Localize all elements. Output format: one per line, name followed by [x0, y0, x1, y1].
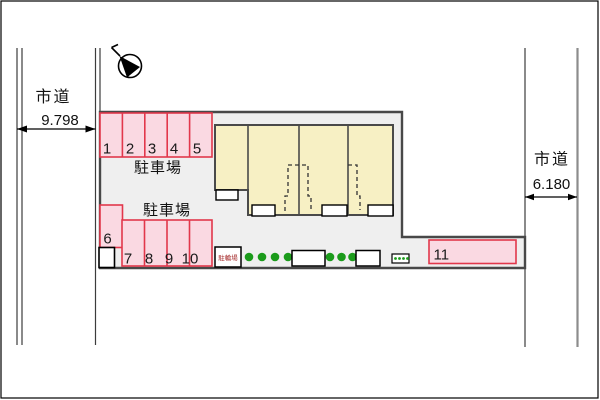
- walkway-block-2: [355, 249, 381, 267]
- parking-stalls-7-10: 7 8 9 10: [121, 219, 213, 268]
- parking-stall-6: 6: [98, 204, 124, 269]
- parking-stall-11: 11: [428, 239, 517, 265]
- entrance-porch-3: [321, 204, 348, 217]
- tree-icon: [337, 252, 346, 262]
- shrub-icon: [394, 257, 397, 260]
- parking-label-left: 駐車場: [143, 202, 191, 219]
- bicycle-parking: 駐輪場: [214, 246, 242, 268]
- shrub-icon: [402, 257, 405, 260]
- stall-number-1: 1: [103, 141, 111, 158]
- stall-number-3: 3: [148, 141, 156, 158]
- shrub-icon: [398, 257, 401, 260]
- stall-number-4: 4: [170, 141, 178, 158]
- tree-icon: [244, 252, 254, 262]
- left-road: [16, 48, 101, 345]
- right-road-dimension: 市道 6.180: [525, 151, 577, 201]
- tree-icon: [283, 252, 293, 262]
- parking-label-top: 駐車場: [134, 160, 182, 177]
- stall-number-2: 2: [126, 141, 134, 158]
- entrance-porch-1: [215, 189, 239, 201]
- entrance-porch-4: [367, 204, 394, 217]
- utility-box: [98, 246, 116, 269]
- parking-stalls-1-5: 1 2 3 4 5: [99, 112, 213, 158]
- stair-outline-dashed-1: [284, 164, 312, 211]
- north-arrow-icon: [110, 43, 143, 79]
- right-road-name: 市道: [534, 151, 570, 169]
- bicycle-parking-label: 駐輪場: [218, 253, 238, 262]
- tree-icon: [348, 252, 357, 262]
- stall-number-6: 6: [103, 231, 111, 248]
- planting-row: [244, 252, 357, 262]
- entrance-porch-2: [251, 204, 276, 217]
- planter-box: [391, 253, 410, 264]
- tree-icon: [325, 252, 335, 262]
- stall-number-11: 11: [434, 247, 450, 264]
- tree-icon: [270, 252, 280, 262]
- stall-number-7: 7: [124, 251, 132, 268]
- stall-number-8: 8: [145, 251, 153, 268]
- left-road-width: 9.798: [41, 112, 79, 129]
- stall-number-5: 5: [193, 141, 201, 158]
- shrub-icon: [406, 257, 409, 260]
- left-road-name: 市道: [35, 88, 71, 106]
- walkway-block-1: [291, 249, 326, 267]
- left-road-dimension: 市道 9.798: [17, 88, 96, 133]
- building: [214, 124, 394, 217]
- stall-number-9: 9: [165, 251, 173, 268]
- tree-icon: [257, 252, 267, 262]
- right-road-width: 6.180: [533, 176, 571, 193]
- stall-number-10: 10: [182, 251, 199, 268]
